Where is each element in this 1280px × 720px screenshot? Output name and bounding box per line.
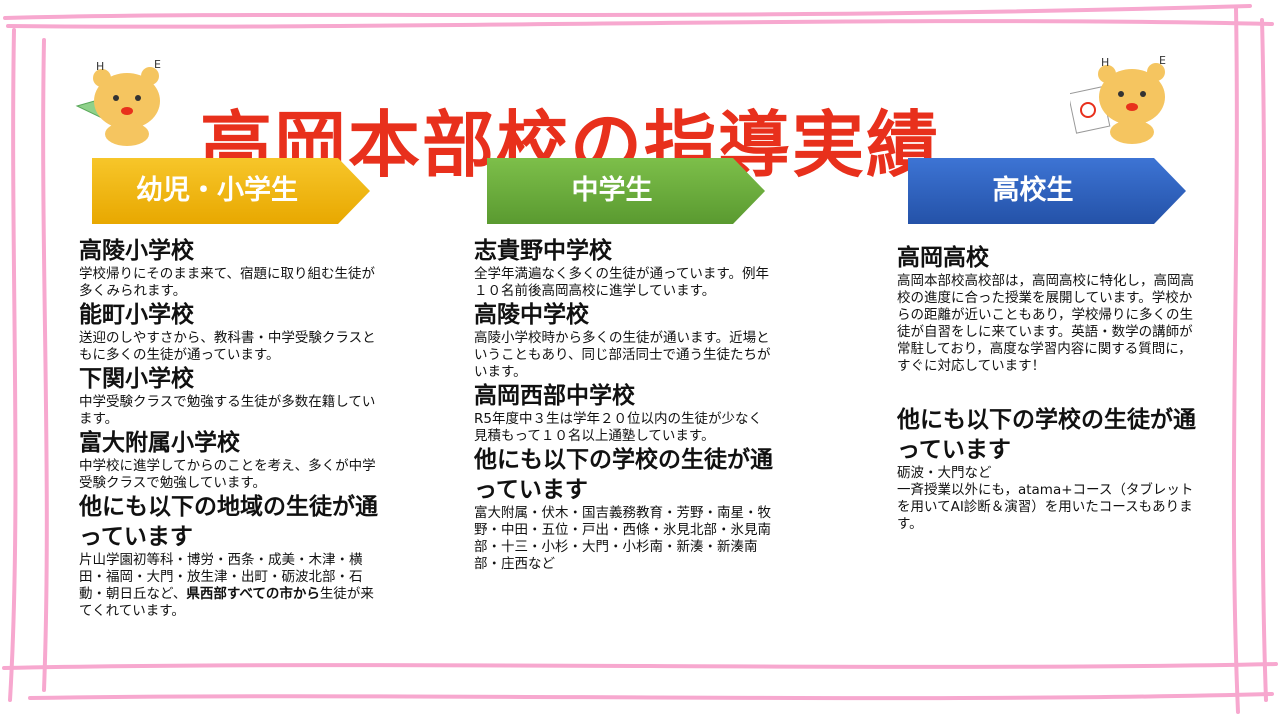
banner-senior-label: 高校生 <box>992 175 1074 206</box>
arrow-banner-shape <box>908 158 1186 224</box>
others-list: 片山学園初等科・博労・西条・成美・木津・横田・福岡・大門・放生津・出町・砺波北部… <box>79 552 379 620</box>
others-heading: 他にも以下の学校の生徒が通っています <box>897 407 1196 463</box>
others-list: 富大附属・伏木・国吉義務教育・芳野・南星・牧野・中田・五位・戸出・西條・氷見北部… <box>474 505 771 572</box>
school-description: 中学校に進学してからのことを考え、多くが中学受験クラスで勉強しています。 <box>79 458 376 491</box>
school-name: 能町小学校 <box>79 302 194 328</box>
banner-elementary-label: 幼児・小学生 <box>136 175 298 206</box>
arrow-banner-shape <box>92 158 370 224</box>
school-name: 高陵中学校 <box>474 302 589 328</box>
school-description: 高岡本部校高校部は，高岡高校に特化し，高岡高校の進度に合った授業を展開しています… <box>897 273 1194 374</box>
svg-text:H: H <box>1101 56 1109 69</box>
school-name: 高陵小学校 <box>79 238 194 264</box>
others-heading: 他にも以下の学校の生徒が通っています <box>474 447 773 503</box>
school-name: 志貴野中学校 <box>474 238 612 264</box>
banner-elementary: 幼児・小学生 <box>92 158 370 224</box>
others-text: 片山学園初等科・博労・西条・成美・木津・横田・福岡・大門・放生津・出町・砺波北部… <box>79 552 363 602</box>
school-description: 中学受験クラスで勉強する生徒が多数在籍しています。 <box>79 394 376 427</box>
senior-column: 高岡高校 高岡本部校高校部は，高岡高校に特化し，高岡高校の進度に合った授業を展開… <box>897 243 1201 533</box>
banner-junior-label: 中学生 <box>571 175 653 206</box>
school-description: 送迎のしやすさから、教科書・中学受験クラスともに多くの生徒が通っています。 <box>79 330 376 363</box>
junior-column: 志貴野中学校 全学年満遍なく多くの生徒が通っています。例年１０名前後高岡高校に進… <box>474 236 774 573</box>
banner-junior: 中学生 <box>487 158 765 224</box>
others-tail: 生徒が来てくれています。 <box>79 586 374 619</box>
school-description: 高陵小学校時から多くの生徒が通います。近場ということもあり、同じ部活同士で通う生… <box>474 330 771 380</box>
school-name: 高岡高校 <box>897 245 989 271</box>
svg-text:E: E <box>1159 54 1166 67</box>
elementary-column: 高陵小学校 学校帰りにそのまま来て、宿題に取り組む生徒が多くみられます。 能町小… <box>79 236 379 620</box>
school-name: 富大附属小学校 <box>79 430 240 456</box>
school-description: 学校帰りにそのまま来て、宿題に取り組む生徒が多くみられます。 <box>79 266 376 299</box>
svg-text:H: H <box>96 60 104 73</box>
others-list: 砺波・大門など <box>897 465 992 481</box>
others-heading: 他にも以下の地域の生徒が通っています <box>79 494 378 550</box>
atama-note: 一斉授業以外にも，atama+コース（タブレットを用いてAI診断＆演習）を用いた… <box>897 482 1194 532</box>
others-bold-text: 県西部すべての市から <box>186 586 320 602</box>
school-description: 全学年満遍なく多くの生徒が通っています。例年１０名前後高岡高校に進学しています。 <box>474 266 769 299</box>
bear-he-fan-icon: H E <box>75 58 161 146</box>
school-description: R5年度中３生は学年２０位以内の生徒が少なく見積もって１０名以上通塾しています。 <box>474 411 762 444</box>
bear-he-certificate-icon: H E <box>1070 54 1166 144</box>
school-name: 高岡西部中学校 <box>474 383 635 409</box>
svg-text:E: E <box>154 58 161 71</box>
banner-senior: 高校生 <box>908 158 1186 224</box>
school-name: 下関小学校 <box>79 366 194 392</box>
arrow-banner-shape <box>487 158 765 224</box>
